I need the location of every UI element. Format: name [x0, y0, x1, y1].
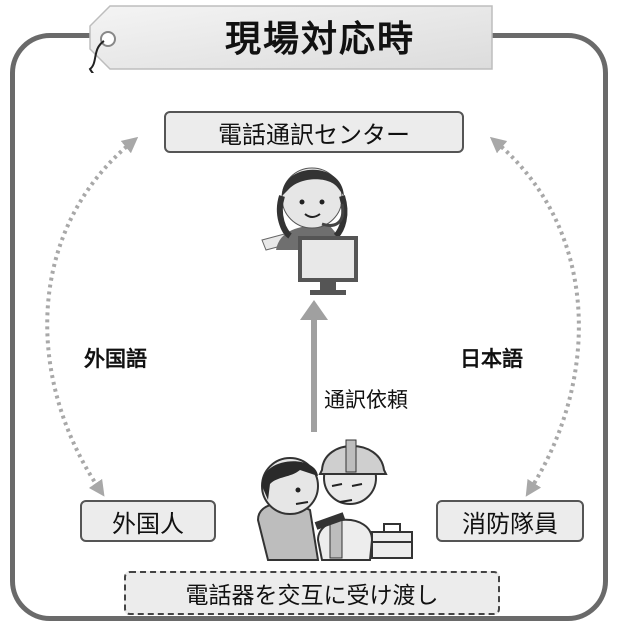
foreigner-box: 外国人	[80, 500, 216, 542]
interpreter-center-box: 電話通訳センター	[164, 111, 464, 153]
operator-icon	[261, 167, 358, 295]
request-label: 通訳依頼	[324, 388, 408, 412]
firefighter-box: 消防隊員	[436, 500, 584, 542]
page-title: 現場対応時	[224, 19, 415, 60]
request-arrow	[300, 300, 328, 432]
handover-box: 電話器を交互に受け渡し	[124, 571, 500, 615]
left-dotted-arrow	[45, 136, 139, 497]
tag-icon	[88, 5, 493, 73]
right-dotted-arrow	[489, 136, 581, 497]
firefighter-with-foreigner-icon	[256, 439, 388, 561]
toolbox-icon	[371, 523, 413, 559]
